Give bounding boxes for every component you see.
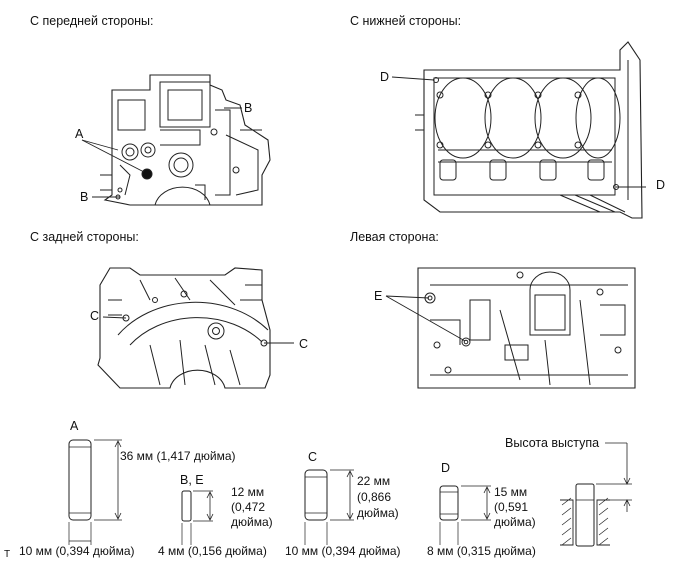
pin-a-drawing xyxy=(68,439,122,545)
pin-be-diameter: 4 мм (0,156 дюйма) xyxy=(158,544,267,558)
left-view-engine-block xyxy=(417,267,636,389)
pin-c-diameter: 10 мм (0,394 дюйма) xyxy=(285,544,401,558)
corner-mark: T xyxy=(4,549,11,560)
pin-be-drawing xyxy=(181,490,214,545)
callout-d-right: D xyxy=(656,178,666,192)
callout-c-right: C xyxy=(299,337,309,351)
pin-c-length-line3: дюйма) xyxy=(357,506,399,520)
pin-be-length-line3: дюйма) xyxy=(231,515,273,529)
pin-a-diameter: 10 мм (0,394 дюйма) xyxy=(19,544,135,558)
pin-d-diameter: 8 мм (0,315 дюйма) xyxy=(427,544,536,558)
pin-d-length-line1: 15 мм xyxy=(494,485,528,499)
left-view-title: Левая сторона: xyxy=(350,230,439,244)
pin-d-drawing xyxy=(439,485,491,545)
rear-view-engine-block xyxy=(97,267,271,389)
pin-d-letter: D xyxy=(441,461,451,475)
pin-c-length-line1: 22 мм xyxy=(357,474,391,488)
protrusion-height-label: Высота выступа xyxy=(505,436,600,450)
bottom-view-title: С нижней стороны: xyxy=(350,14,462,28)
rear-view-title: С задней стороны: xyxy=(30,230,139,244)
callout-b-top: B xyxy=(244,101,253,115)
protrusion-height-drawing xyxy=(560,442,632,547)
pin-d-length-line2: (0,591 xyxy=(494,500,529,514)
bottom-view-engine-block xyxy=(415,41,643,219)
pin-d-length-line3: дюйма) xyxy=(494,515,536,529)
callout-d-left: D xyxy=(380,70,390,84)
pin-be-length-line2: (0,472 xyxy=(231,500,266,514)
pin-a-letter: A xyxy=(70,419,79,433)
callout-e: E xyxy=(374,289,383,303)
callout-b-bottom: B xyxy=(80,190,89,204)
pin-c-length-line2: (0,866 xyxy=(357,490,392,504)
pin-c-drawing xyxy=(304,469,354,545)
callout-c-left: C xyxy=(90,309,100,323)
callout-a: A xyxy=(75,127,84,141)
pin-a-length: 36 мм (1,417 дюйма) xyxy=(120,449,236,463)
pin-be-letter: B, E xyxy=(180,473,204,487)
front-view-engine-block xyxy=(100,74,271,206)
front-view-title: С передней стороны: xyxy=(30,14,154,28)
pin-c-letter: C xyxy=(308,450,318,464)
pin-be-length-line1: 12 мм xyxy=(231,485,265,499)
